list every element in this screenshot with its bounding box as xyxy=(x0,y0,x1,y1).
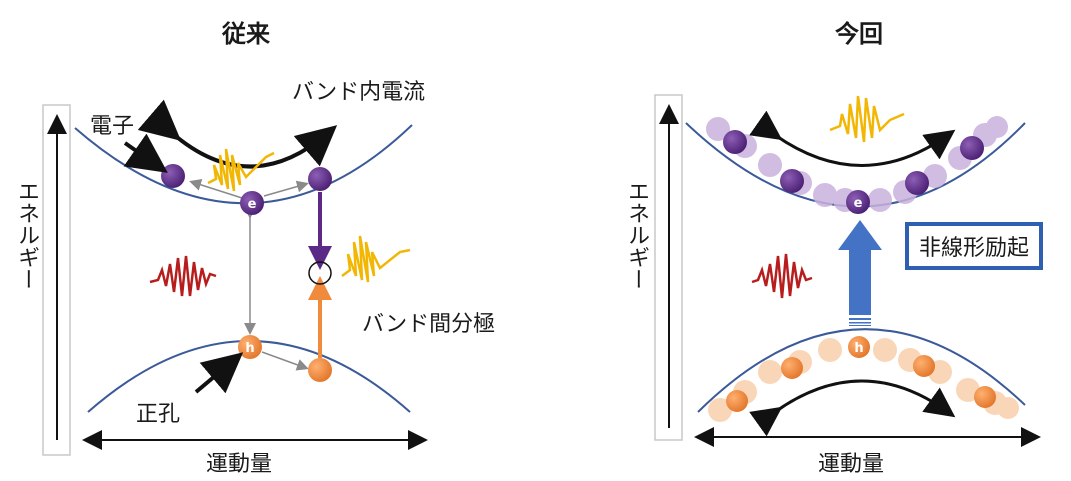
right-panel: e h xyxy=(654,94,1041,447)
left-yellow-pulse-top xyxy=(207,148,275,192)
left-hole-symbol: h xyxy=(245,341,254,356)
right-momentum-axis-label: 運動量 xyxy=(818,452,885,477)
left-recombination-circle xyxy=(308,261,332,285)
left-electron-pointer xyxy=(123,133,168,173)
intraband-current-label: バンド内電流 xyxy=(292,80,426,105)
hole-label: 正孔 xyxy=(136,402,181,427)
left-hole-center xyxy=(238,335,262,359)
right-valence-band xyxy=(697,328,1026,413)
right-electron-1 xyxy=(723,130,747,154)
right-energy-axis-label: エネルギー xyxy=(624,180,649,290)
right-hole-center xyxy=(848,336,870,358)
left-electron-center xyxy=(240,191,264,215)
left-gray-arrow-e-to-left xyxy=(189,179,243,199)
left-gray-arrow-h-to-right xyxy=(261,351,309,371)
right-hole-symbol: h xyxy=(854,341,863,356)
left-energy-axis-frame xyxy=(42,104,71,456)
right-hole-1 xyxy=(726,390,748,412)
left-energy-axis-label: エネルギー xyxy=(14,180,39,290)
right-excitation-arrow xyxy=(838,220,882,326)
right-panel-title: 今回 xyxy=(835,20,883,48)
left-electron-right xyxy=(308,167,332,191)
right-hole-2 xyxy=(781,357,803,379)
right-hole-3 xyxy=(913,355,935,377)
right-upper-curved-arrow xyxy=(749,110,956,167)
interband-polarization-label: バンド間分極 xyxy=(362,312,496,337)
right-yellow-pulse xyxy=(829,95,905,143)
left-electron-left xyxy=(161,164,185,188)
right-electron-center xyxy=(846,190,870,214)
nonlinear-excitation-label: 非線形励起 xyxy=(905,222,1044,270)
left-panel: e h xyxy=(42,99,428,456)
left-electron-symbol: e xyxy=(248,197,257,212)
left-gray-arrow-e-to-right xyxy=(263,180,309,197)
right-energy-axis-frame xyxy=(654,94,683,441)
left-hole-pointer xyxy=(194,352,244,394)
right-red-pulse xyxy=(751,253,813,299)
right-hole-4 xyxy=(974,386,996,408)
left-intraband-arrow xyxy=(137,99,338,169)
right-electron-2 xyxy=(780,169,804,193)
right-electron-symbol: e xyxy=(854,196,863,211)
right-electron-4 xyxy=(960,136,984,160)
left-panel-title: 従来 xyxy=(222,20,270,48)
left-hole-right xyxy=(308,358,332,382)
electron-label: 電子 xyxy=(90,114,135,139)
right-electron-3 xyxy=(905,171,929,195)
left-red-pulse xyxy=(149,255,217,297)
right-lower-curved-arrow xyxy=(749,379,956,437)
left-yellow-pulse-right xyxy=(341,235,411,283)
left-momentum-axis-label: 運動量 xyxy=(206,452,273,477)
